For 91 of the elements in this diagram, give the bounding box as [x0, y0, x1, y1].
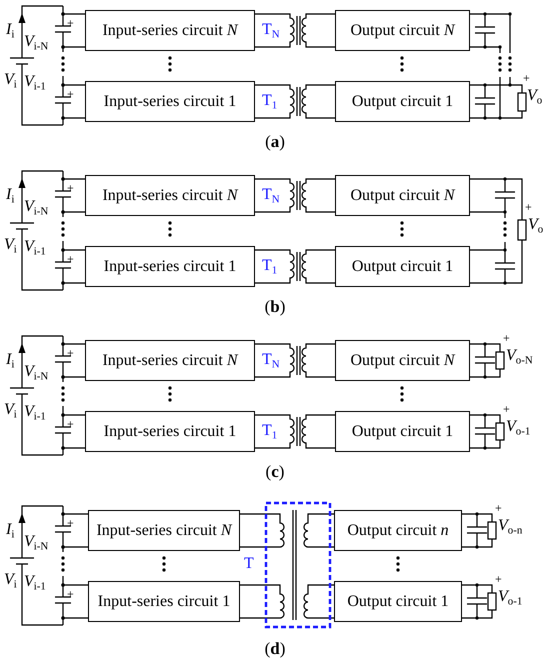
transformer-label: T$_{N}$	[262, 352, 280, 368]
output-circuit-block	[335, 175, 470, 216]
polarity-mark: +	[67, 347, 74, 359]
block-label: Input-series circuit 1	[98, 592, 230, 610]
wire-connector	[254, 84, 261, 119]
output-circuit-block	[335, 340, 470, 381]
polarity-mark: +	[67, 517, 74, 529]
output-circuit-block	[335, 411, 470, 452]
block-label: Input-series circuit N	[102, 186, 238, 204]
voltage-label: V$_{i-1}$	[24, 574, 46, 590]
wire-connector	[329, 414, 336, 449]
voltage-label: V$_{i-1}$	[24, 239, 46, 255]
voltage-label: V$_{o-N}$	[506, 348, 533, 364]
transformer-label: T$_{1}$	[262, 423, 278, 439]
transformer-label: T	[244, 556, 254, 572]
voltage-label: I$_{i}$	[6, 187, 14, 203]
polarity-mark: +	[523, 72, 530, 84]
block-label: Output circuit N	[350, 352, 454, 370]
polarity-mark: +	[503, 332, 510, 344]
voltage-label: V$_{o-1}$	[498, 589, 522, 605]
polarity-mark: +	[67, 418, 74, 430]
voltage-label: V$_{o-n}$	[498, 518, 522, 534]
block-label: Input-series circuit N	[102, 352, 238, 370]
block-label: Output circuit n	[347, 522, 449, 540]
output-circuit-block	[335, 81, 470, 122]
voltage-label: V$_{i}$	[4, 572, 17, 588]
input-circuit-block	[85, 175, 255, 216]
block-label: Output circuit 1	[347, 592, 449, 610]
voltage-label: I$_{i}$	[6, 22, 14, 38]
polarity-mark: +	[525, 201, 532, 213]
voltage-label: V$_{i}$	[4, 402, 17, 418]
panel-caption: (a)	[265, 133, 285, 150]
voltage-label: V$_{i}$	[4, 237, 17, 253]
block-label: Input-series circuit 1	[104, 258, 236, 276]
input-circuit-block	[85, 81, 255, 122]
block-label: Input-series circuit 1	[104, 422, 236, 440]
wire-connector	[329, 13, 336, 48]
polarity-mark: +	[67, 182, 74, 194]
transformer-label: T$_{1}$	[262, 93, 278, 109]
voltage-label: V$_{o-1}$	[506, 419, 530, 435]
voltage-label: V$_{i-N}$	[24, 199, 48, 215]
wire-connector	[254, 13, 261, 48]
panel-caption: (b)	[264, 298, 286, 315]
input-circuit-block	[85, 340, 255, 381]
block-label: Output circuit N	[350, 186, 454, 204]
block-label: Input-series circuit N	[102, 22, 238, 40]
voltage-label: V$_{i-N}$	[24, 34, 48, 50]
wire-connector	[254, 414, 261, 449]
wire-connector	[329, 343, 336, 378]
panel-caption: (d)	[264, 640, 286, 657]
output-circuit-block	[335, 10, 470, 51]
block-label: Output circuit 1	[352, 422, 454, 440]
voltage-label: V$_{i-N}$	[24, 534, 48, 550]
input-circuit-block	[85, 411, 255, 452]
wire-connector	[254, 249, 261, 284]
polarity-mark: +	[495, 502, 502, 514]
voltage-label: V$_{i}$	[4, 72, 17, 88]
output-circuit-block	[335, 246, 470, 287]
input-circuit-block	[88, 510, 240, 551]
transformer-label: T$_{1}$	[262, 258, 278, 274]
transformer-label: T$_{N}$	[262, 22, 280, 38]
block-label: Output circuit N	[350, 22, 454, 40]
block-label: Input-series circuit 1	[104, 92, 236, 110]
block-label: Input-series circuit N	[96, 522, 232, 540]
input-circuit-block	[88, 581, 240, 622]
polarity-mark: +	[503, 403, 510, 415]
output-circuit-block	[334, 581, 462, 622]
voltage-label: V$_{i-1}$	[24, 404, 46, 420]
voltage-label: V$_{o}$	[528, 217, 544, 233]
polarity-mark: +	[67, 253, 74, 265]
transformer-label: T$_{N}$	[262, 187, 280, 203]
wire-connector	[329, 84, 336, 119]
wire-connector	[254, 178, 261, 213]
input-circuit-block	[85, 10, 255, 51]
voltage-label: V$_{i-N}$	[24, 364, 48, 380]
block-label: Output circuit 1	[352, 92, 454, 110]
polarity-mark: +	[67, 17, 74, 29]
polarity-mark: +	[67, 88, 74, 100]
wire-connector	[329, 249, 336, 284]
panel-caption: (c)	[266, 463, 284, 480]
voltage-label: I$_{i}$	[6, 522, 14, 538]
wire-connector	[254, 343, 261, 378]
polarity-mark: +	[495, 573, 502, 585]
output-circuit-block	[334, 510, 462, 551]
voltage-label: V$_{o}$	[527, 88, 542, 104]
voltage-label: I$_{i}$	[6, 352, 14, 368]
polarity-mark: +	[67, 588, 74, 600]
block-label: Output circuit 1	[352, 258, 454, 276]
voltage-label: V$_{i-1}$	[24, 74, 46, 90]
input-circuit-block	[85, 246, 255, 287]
wire-connector	[329, 178, 336, 213]
